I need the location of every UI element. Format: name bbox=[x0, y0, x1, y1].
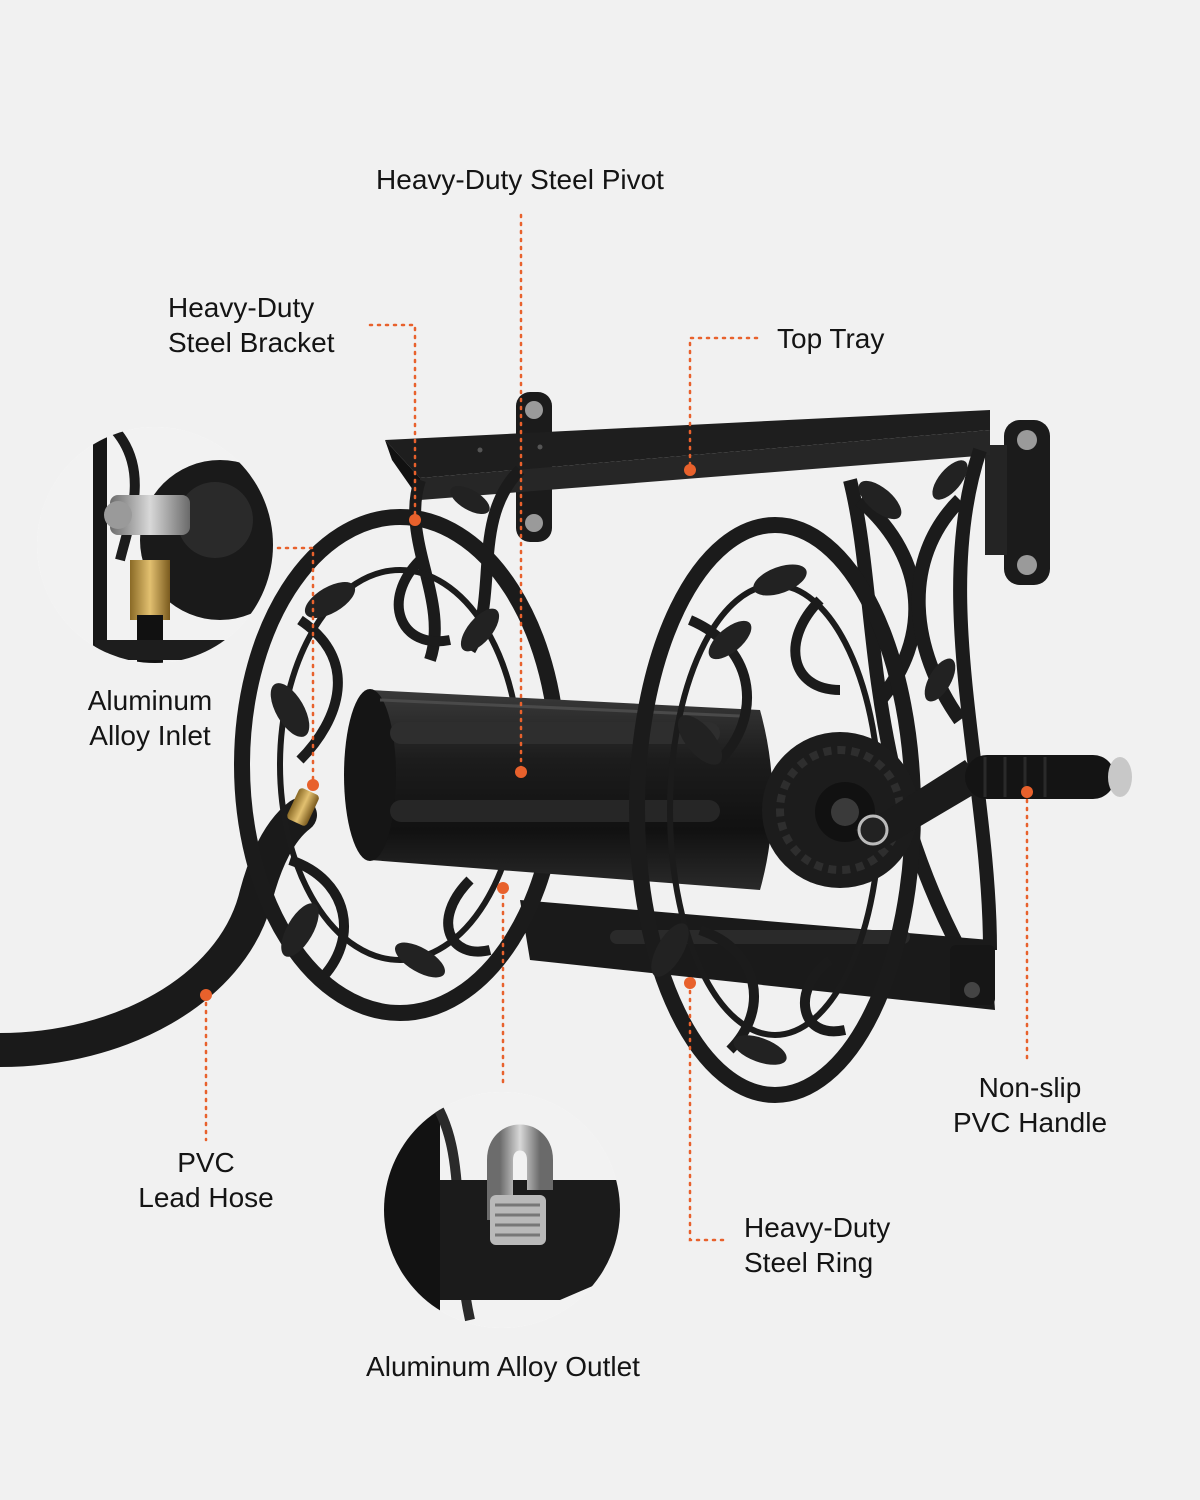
label-line: Steel Ring bbox=[744, 1247, 874, 1278]
leader-tray bbox=[688, 336, 759, 472]
marker-inlet bbox=[307, 779, 319, 791]
marker-lead-hose bbox=[200, 989, 212, 1001]
label-line: Heavy-Duty Steel Pivot bbox=[376, 164, 664, 195]
leader-bracket bbox=[368, 323, 417, 522]
label-aluminum-alloy-inlet: Aluminum Alloy Inlet bbox=[60, 683, 240, 753]
crank-handle bbox=[855, 755, 1132, 850]
label-line: Non-slip bbox=[978, 1072, 1082, 1103]
label-heavy-duty-steel-pivot: Heavy-Duty Steel Pivot bbox=[360, 162, 680, 197]
label-line: Top Tray bbox=[777, 323, 885, 354]
label-line: Aluminum bbox=[87, 685, 213, 716]
marker-pivot bbox=[515, 766, 527, 778]
lead-hose-brass-fitting bbox=[287, 788, 319, 826]
leaf-ornaments-left-wheel bbox=[270, 582, 500, 978]
leaf-ornaments-frame bbox=[450, 460, 968, 702]
label-line: PVC bbox=[177, 1147, 235, 1178]
label-line: Steel Bracket bbox=[168, 327, 335, 358]
inlet-detail-inset bbox=[37, 427, 273, 663]
label-line: Heavy-Duty bbox=[744, 1212, 891, 1243]
top-tray bbox=[385, 410, 990, 500]
label-heavy-duty-steel-ring: Heavy-Duty Steel Ring bbox=[744, 1210, 890, 1280]
marker-ring bbox=[684, 977, 696, 989]
wall-mount-plate-right bbox=[985, 420, 1050, 585]
label-aluminum-alloy-outlet: Aluminum Alloy Outlet bbox=[340, 1349, 666, 1384]
marker-tray bbox=[684, 464, 696, 476]
label-line: PVC Handle bbox=[952, 1107, 1108, 1138]
label-line: Alloy Inlet bbox=[89, 720, 211, 751]
label-non-slip-pvc-handle: Non-slip PVC Handle bbox=[940, 1070, 1120, 1140]
leader-inlet bbox=[276, 546, 315, 787]
label-line: Heavy-Duty bbox=[168, 292, 315, 323]
outlet-detail-inset bbox=[384, 1092, 620, 1328]
label-pvc-lead-hose: PVC Lead Hose bbox=[120, 1145, 292, 1215]
marker-handle bbox=[1021, 786, 1033, 798]
label-top-tray: Top Tray bbox=[777, 321, 884, 356]
label-line: Aluminum Alloy Outlet bbox=[366, 1351, 640, 1382]
marker-bracket bbox=[409, 514, 421, 526]
reel-drum bbox=[344, 689, 773, 890]
leader-ring bbox=[688, 981, 730, 1242]
label-heavy-duty-steel-bracket: Heavy-Duty Steel Bracket bbox=[168, 290, 335, 360]
label-line: Lead Hose bbox=[138, 1182, 274, 1213]
marker-outlet bbox=[497, 882, 509, 894]
lead-hose bbox=[0, 798, 317, 1067]
leaf-ornaments-right-wheel bbox=[651, 564, 807, 1065]
